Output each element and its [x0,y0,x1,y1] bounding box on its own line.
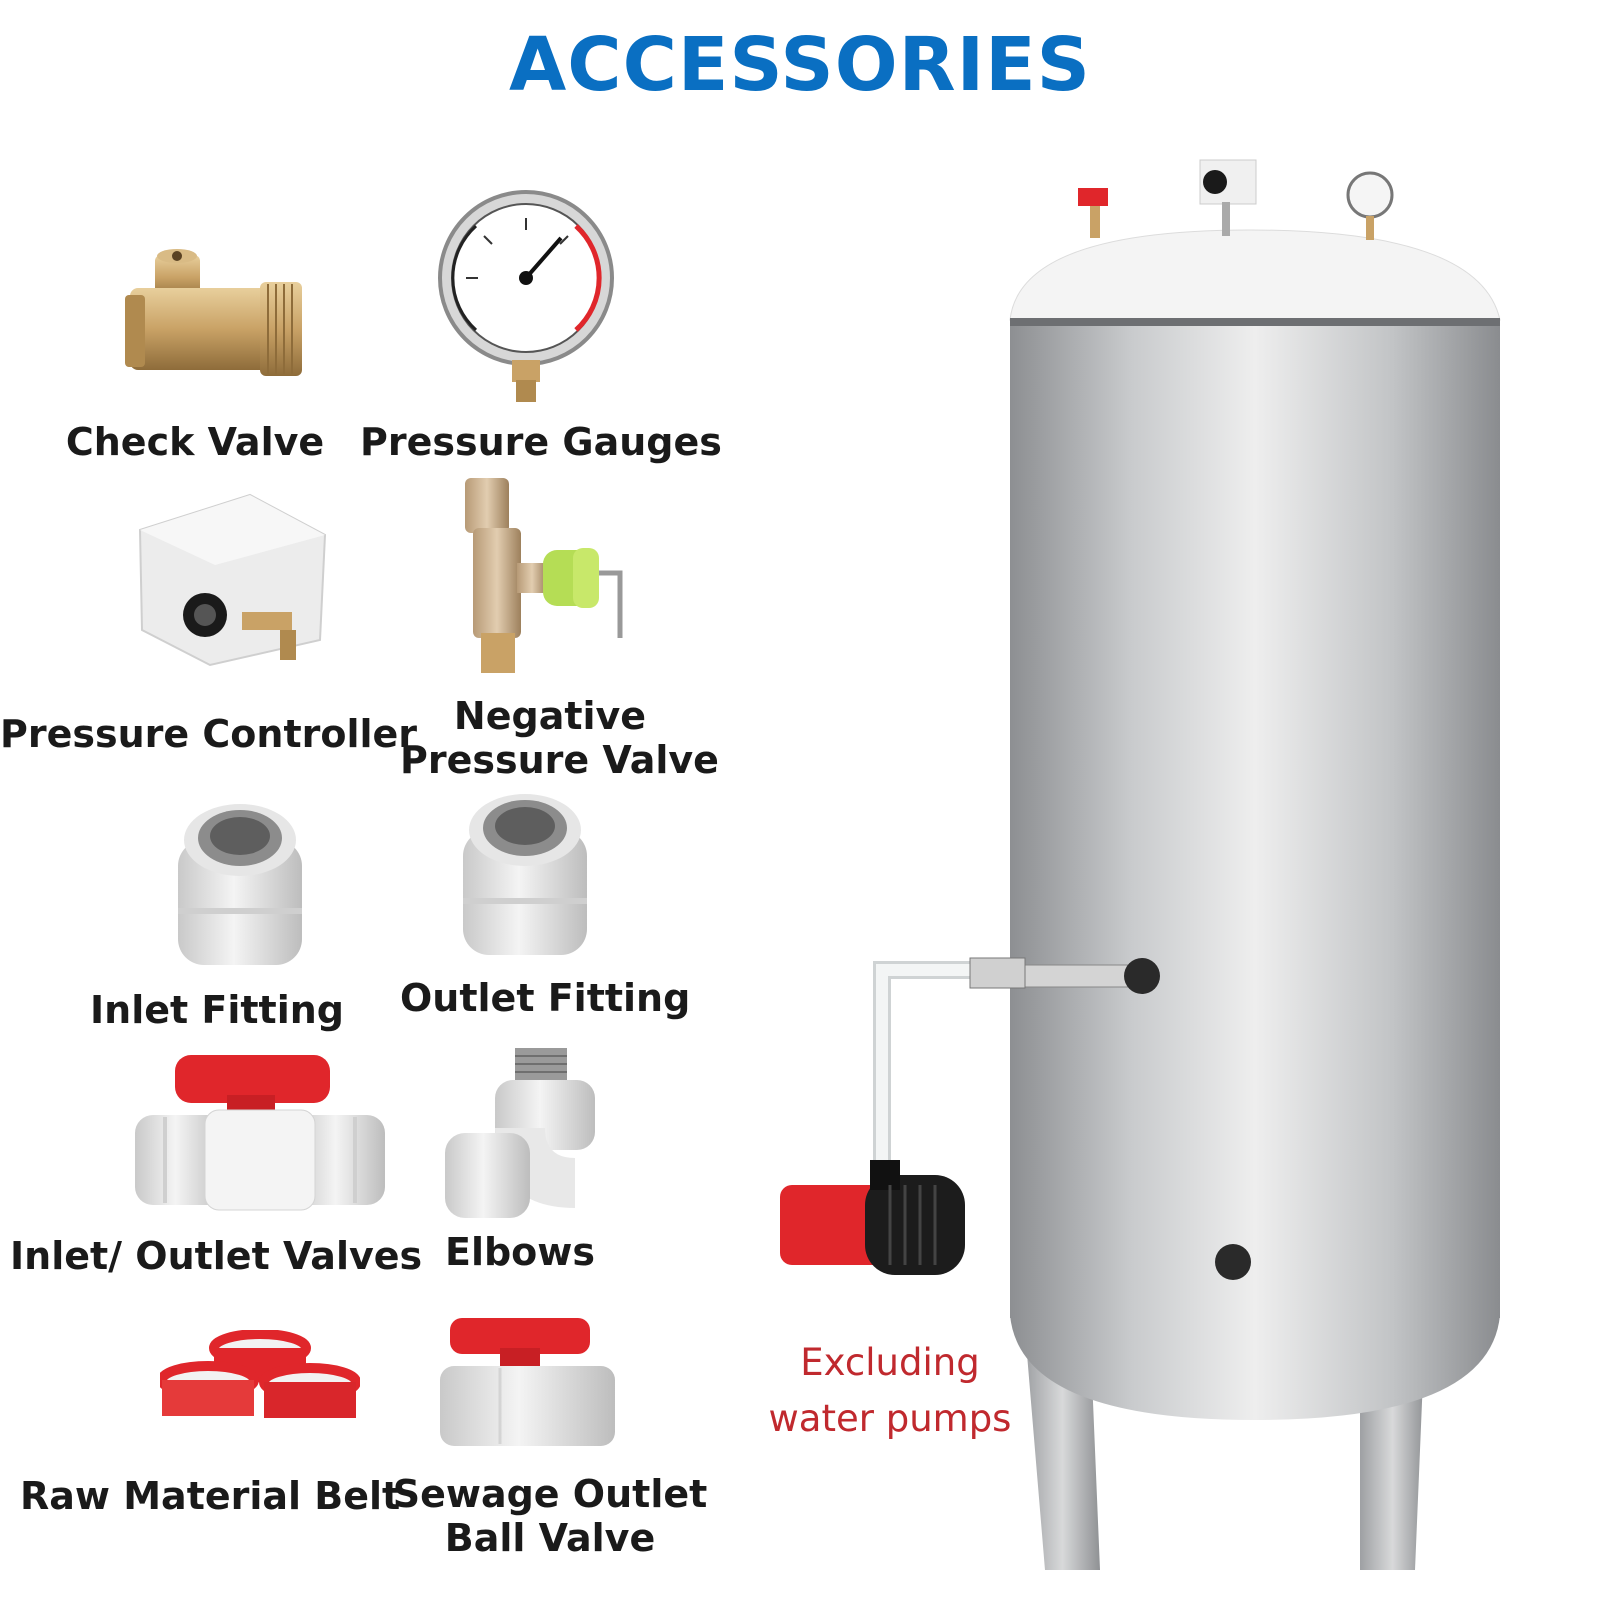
sewage-outlet-ball-valve-label: Sewage Outlet Ball Valve [390,1472,710,1560]
inlet-fitting-label: Inlet Fitting [90,988,344,1032]
check-valve-icon [125,249,302,376]
raw-material-belt-label: Raw Material Belt [20,1474,401,1518]
water-pump-icon [780,1160,965,1275]
elbow-icon [445,1048,595,1218]
pressure-gauge-icon [438,190,614,402]
negative-pressure-valve-label: Negative Pressure Valve [400,694,719,782]
top-fittings [1078,159,1394,240]
outlet-fitting-label: Outlet Fitting [400,976,691,1020]
negative-pressure-valve-icon [465,478,623,673]
excluding-pumps-note-line2: water pumps [768,1397,1012,1440]
outlet-fitting-icon [463,794,587,955]
excluding-pumps-note: Excluding water pumps [765,1335,1015,1447]
negative-pressure-valve-label-line2: Pressure Valve [400,738,719,782]
pressure-gauges-label: Pressure Gauges [360,420,722,464]
ball-valve-icon [135,1055,385,1211]
sewage-outlet-ball-valve-label-line2: Ball Valve [444,1516,656,1560]
inlet-fitting-icon [178,804,302,965]
negative-pressure-valve-label-line1: Negative [453,694,647,738]
pressure-controller-icon [138,493,327,667]
pressure-controller-label: Pressure Controller [0,712,418,756]
elbows-label: Elbows [444,1230,595,1274]
sewage-outlet-ball-valve-label-line1: Sewage Outlet [392,1472,708,1516]
tape-rolls-icon [160,1330,360,1418]
excluding-pumps-note-line1: Excluding [800,1341,980,1384]
check-valve-label: Check Valve [65,420,325,464]
sewage-ball-valve-icon [440,1318,615,1446]
inlet-outlet-valves-label: Inlet/ Outlet Valves [10,1234,423,1278]
page-title: ACCESSORIES [509,22,1091,108]
pressure-tank-illustration [780,159,1501,1570]
